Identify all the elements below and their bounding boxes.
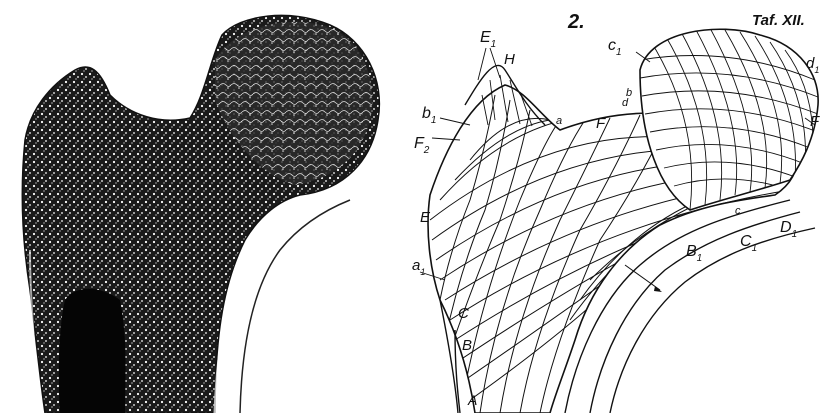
right-diagram: [420, 28, 818, 413]
label-H: H: [504, 51, 515, 68]
panel-number: 2.: [567, 11, 585, 33]
label-A: A: [467, 392, 477, 408]
medullary-cavity: [59, 289, 126, 413]
label-E: E: [420, 209, 431, 226]
label-C: C: [458, 305, 469, 322]
label-B1: B1: [686, 243, 702, 264]
label-c1: c1: [608, 37, 622, 58]
label-E1: E1: [480, 29, 496, 50]
label-F-right: F: [810, 113, 820, 130]
label-a: a: [556, 115, 562, 127]
label-F2: F2: [414, 135, 430, 156]
left-femur-section: [22, 15, 379, 413]
label-small-d: d: [622, 97, 629, 109]
label-C1: C1: [740, 233, 757, 254]
plate-label: Taf. XII.: [752, 12, 805, 29]
label-c: c: [735, 205, 741, 217]
label-a1: a1: [412, 257, 425, 277]
force-arrow: [625, 265, 660, 290]
femur-outer-edge: [240, 200, 350, 413]
label-F: F: [596, 115, 606, 132]
label-b1: b1: [422, 105, 436, 126]
label-D1: D1: [780, 219, 797, 240]
label-B: B: [462, 337, 472, 354]
